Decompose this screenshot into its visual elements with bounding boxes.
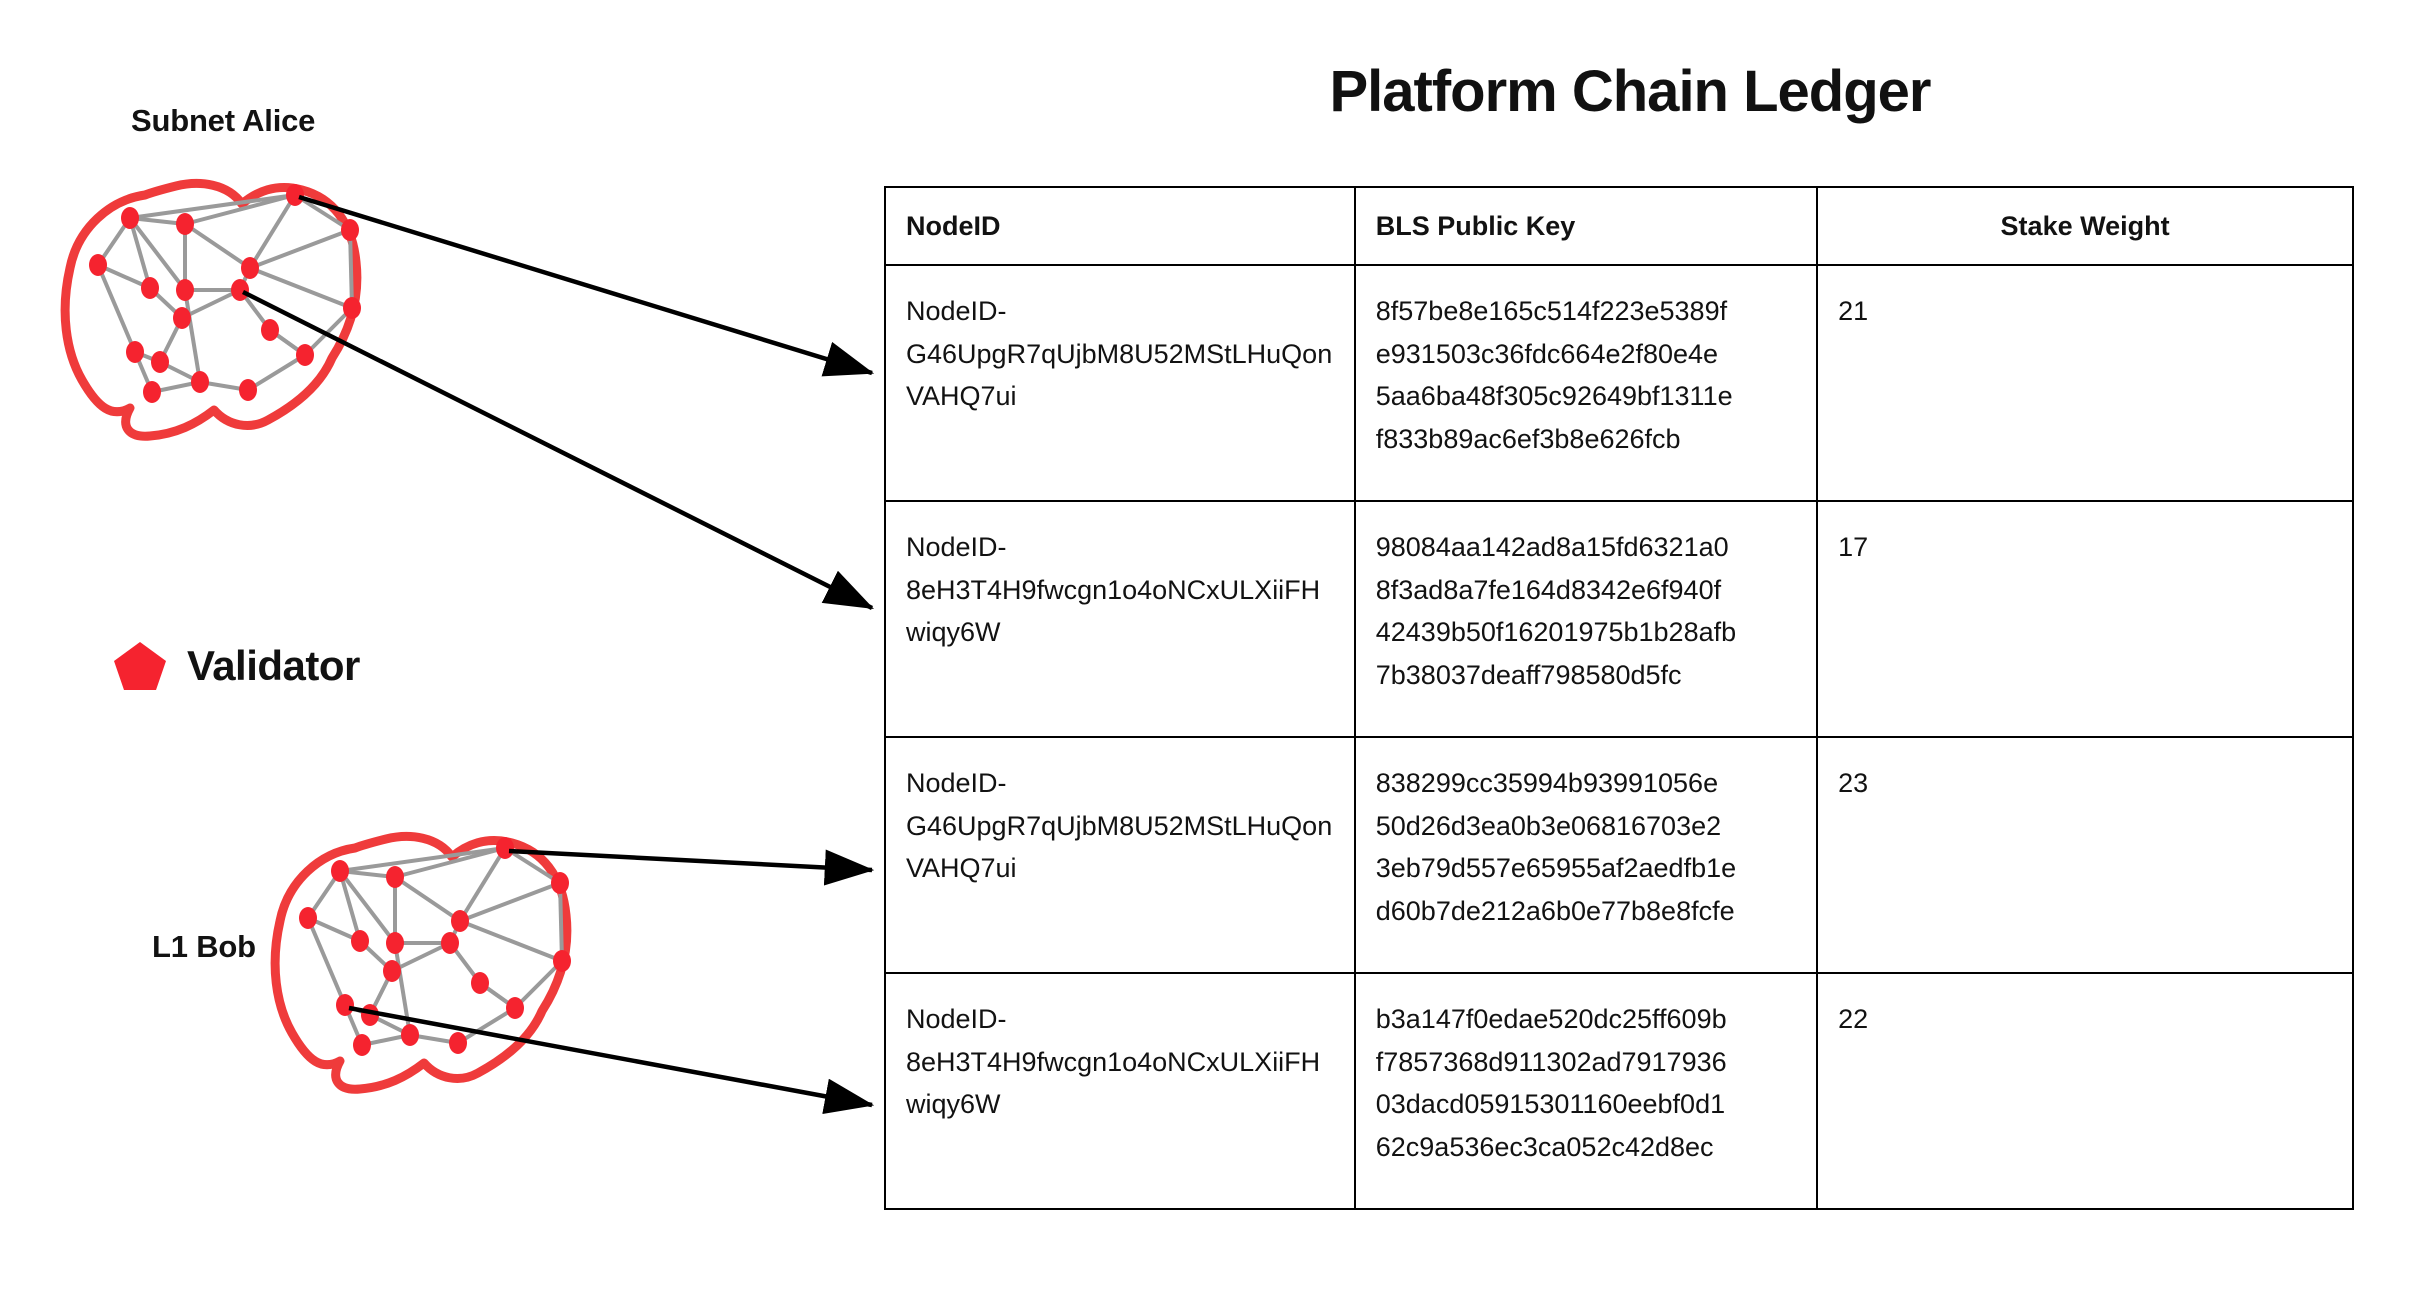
nodeid-body: G46UpgR7qUjbM8U52MStLHuQonVAHQ7ui (906, 810, 1333, 884)
validator-node (241, 257, 259, 279)
table-row: NodeID- G46UpgR7qUjbM8U52MStLHuQonVAHQ7ui… (884, 736, 2354, 974)
cell-stake-weight: 22 (1816, 972, 2354, 1210)
validator-node (176, 213, 194, 235)
table-row: NodeID- G46UpgR7qUjbM8U52MStLHuQonVAHQ7ui… (884, 264, 2354, 502)
column-header-nodeid: NodeID (884, 186, 1356, 266)
cell-stake-weight: 17 (1816, 500, 2354, 738)
table-header-row: NodeID BLS Public Key Stake Weight (884, 186, 2354, 266)
cluster-subnet-alice (60, 179, 362, 441)
validator-node (239, 379, 257, 401)
validator-node (261, 319, 279, 341)
validator-node (89, 254, 107, 276)
nodeid-prefix: NodeID- (906, 296, 1007, 326)
bls-line: 5aa6ba48f305c92649bf1311e (1375, 381, 1733, 412)
validator-node (151, 351, 169, 373)
validator-node (449, 1032, 467, 1054)
validator-node (173, 307, 191, 329)
cell-stake-weight: 23 (1816, 736, 2354, 974)
validator-node (343, 297, 361, 319)
validator-node (299, 907, 317, 929)
validator-node (141, 277, 159, 299)
bls-line: 03dacd05915301160eebf0d1 (1375, 1089, 1726, 1120)
validator-node (351, 930, 369, 952)
bls-line: b3a147f0edae520dc25ff609b (1375, 1004, 1727, 1034)
cluster-nodes-l1-bob (299, 837, 571, 1056)
validator-node (551, 872, 569, 894)
cell-nodeid: NodeID- G46UpgR7qUjbM8U52MStLHuQonVAHQ7ui (884, 736, 1356, 974)
bls-line: f7857368d911302ad7917936 (1375, 1046, 1727, 1077)
cell-bls-public-key: 98084aa142ad8a15fd6321a0 8f3ad8a7fe164d8… (1353, 500, 1819, 738)
validator-node (553, 950, 571, 972)
cluster-label-subnet-alice: Subnet Alice (131, 103, 316, 138)
nodeid-prefix: NodeID- (906, 1004, 1007, 1034)
nodeid-prefix: NodeID- (906, 768, 1007, 798)
validator-node (143, 381, 161, 403)
validator-node (471, 972, 489, 994)
table-row: NodeID- 8eH3T4H9fwcgn1o4oNCxULXiiFHwiqy6W… (884, 500, 2354, 738)
validator-node (496, 837, 514, 859)
cell-nodeid: NodeID- 8eH3T4H9fwcgn1o4oNCxULXiiFHwiqy6W (884, 972, 1356, 1210)
cell-bls-public-key: b3a147f0edae520dc25ff609b f7857368d91130… (1353, 972, 1819, 1210)
cell-bls-public-key: 8f57be8e165c514f223e5389f e931503c36fdc6… (1353, 264, 1819, 502)
column-header-blskey: BLS Public Key (1353, 186, 1819, 266)
column-header-stake: Stake Weight (1816, 186, 2354, 266)
validator-node (386, 866, 404, 888)
validator-node (341, 219, 359, 241)
validator-node (176, 279, 194, 301)
validator-node (353, 1034, 371, 1056)
platform-chain-ledger-table: NodeID BLS Public Key Stake Weight NodeI… (884, 186, 2354, 1210)
legend-validator: Validator (113, 640, 360, 692)
cell-nodeid: NodeID- G46UpgR7qUjbM8U52MStLHuQonVAHQ7ui (884, 264, 1356, 502)
validator-node (386, 932, 404, 954)
arrow-bob-to-row-3 (508, 848, 875, 886)
page-title: Platform Chain Ledger (1329, 59, 1932, 124)
cell-bls-public-key: 838299cc35994b93991056e 50d26d3ea0b3e068… (1353, 736, 1819, 974)
bls-line: 838299cc35994b93991056e (1375, 768, 1719, 798)
nodeid-prefix: NodeID- (906, 532, 1007, 562)
nodeid-body: 8eH3T4H9fwcgn1o4oNCxULXiiFHwiqy6W (906, 574, 1321, 648)
validator-node (231, 279, 249, 301)
validator-node (331, 860, 349, 882)
validator-node (441, 932, 459, 954)
nodeid-body: G46UpgR7qUjbM8U52MStLHuQonVAHQ7ui (906, 338, 1333, 412)
cell-nodeid: NodeID- 8eH3T4H9fwcgn1o4oNCxULXiiFHwiqy6W (884, 500, 1356, 738)
bls-line: f833b89ac6ef3b8e626fcb (1375, 423, 1681, 454)
validator-node (191, 371, 209, 393)
validator-node (383, 960, 401, 982)
diagram-panel: Subnet Alice L1 Bob Validator (0, 0, 880, 1294)
validator-node (286, 184, 304, 206)
validator-node (451, 910, 469, 932)
cluster-nodes-subnet-alice (89, 184, 361, 403)
bls-line: 50d26d3ea0b3e06816703e2 (1375, 810, 1722, 841)
bls-line: 8f57be8e165c514f223e5389f (1375, 296, 1728, 326)
arrow-bob-to-row-4 (348, 1005, 875, 1115)
validator-node (401, 1024, 419, 1046)
validator-node (336, 994, 354, 1016)
validator-node (126, 341, 144, 363)
validator-node (506, 997, 524, 1019)
cluster-l1-bob (270, 832, 572, 1094)
bls-line: 42439b50f16201975b1b28afb (1375, 617, 1737, 648)
nodeid-body: 8eH3T4H9fwcgn1o4oNCxULXiiFHwiqy6W (906, 1046, 1321, 1120)
bls-line: 62c9a536ec3ca052c42d8ec (1375, 1131, 1714, 1162)
arrow-alice-to-row-1 (298, 194, 875, 377)
cluster-outline-l1-bob (270, 832, 572, 1094)
validator-node (121, 207, 139, 229)
cell-stake-weight: 21 (1816, 264, 2354, 502)
bls-line: 7b38037deaff798580d5fc (1375, 659, 1682, 690)
bls-line: 8f3ad8a7fe164d8342e6f940f (1375, 574, 1722, 605)
connector-arrows (241, 194, 875, 1115)
legend-validator-label: Validator (187, 642, 360, 689)
cluster-label-l1-bob: L1 Bob (152, 929, 256, 964)
bls-line: e931503c36fdc664e2f80e4e (1375, 338, 1719, 369)
pentagon-icon (114, 642, 166, 690)
table-row: NodeID- 8eH3T4H9fwcgn1o4oNCxULXiiFHwiqy6W… (884, 972, 2354, 1210)
bls-line: d60b7de212a6b0e77b8e8fcfe (1375, 895, 1735, 926)
bls-line: 98084aa142ad8a15fd6321a0 (1375, 532, 1729, 562)
validator-node (296, 344, 314, 366)
network-graph-svg (60, 179, 875, 1115)
arrow-alice-to-row-2 (241, 289, 875, 611)
cluster-outline-subnet-alice (60, 179, 362, 441)
bls-line: 3eb79d557e65955af2aedfb1e (1375, 853, 1737, 884)
